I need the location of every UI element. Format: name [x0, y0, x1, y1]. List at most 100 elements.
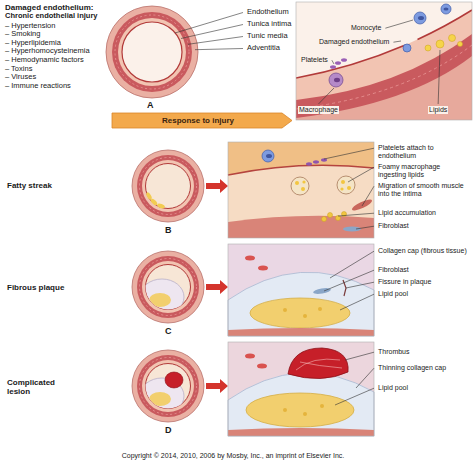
- vessel-cross-section: [137, 256, 199, 318]
- vessel-cross-section: [140, 158, 197, 215]
- fatty-streak-detail: [351, 198, 373, 213]
- vessel-wall-detail: [441, 4, 451, 14]
- band-label: Response to injury: [158, 116, 246, 126]
- complicated-lesion-detail: [228, 342, 374, 436]
- cause-item: – Toxins: [4, 65, 33, 74]
- callout-label: Collagen cap (fibrous tissue): [377, 247, 471, 255]
- panel-letter: C: [164, 326, 173, 336]
- vessel-cross-section: [140, 372, 184, 414]
- leader-line: [195, 49, 243, 50]
- stage-title: Fatty streak: [6, 181, 53, 190]
- vessel-wall-detail: [449, 35, 456, 42]
- fatty-streak-detail: [306, 162, 312, 165]
- vessel-cross-section: [132, 251, 204, 323]
- complicated-lesion-detail: [245, 354, 255, 359]
- direction-arrow: [206, 179, 228, 193]
- vessel-cross-section: [140, 358, 197, 415]
- vessel-wall-detail: [414, 12, 426, 24]
- leader-line: [345, 352, 374, 360]
- fibrous-plaque-detail: [245, 256, 255, 261]
- fatty-streak-detail: [336, 216, 341, 221]
- vessel-wall-detail: [296, 2, 472, 78]
- complicated-lesion-detail: [228, 428, 374, 436]
- fatty-streak-detail: [347, 186, 351, 190]
- leader-line: [330, 251, 374, 278]
- fatty-streak-detail: [322, 217, 327, 222]
- vessel-cross-section: [137, 155, 199, 217]
- fatty-streak-detail: [228, 165, 374, 175]
- cell-label: Platelets: [300, 56, 329, 64]
- fatty-streak-detail: [328, 213, 333, 218]
- complicated-lesion-detail: [288, 348, 348, 379]
- vessel-cross-section: [137, 355, 199, 417]
- vessel-cross-section: [132, 150, 204, 222]
- leader-line: [324, 270, 374, 291]
- fibrous-plaque-detail: [228, 328, 374, 336]
- fibrous-plaque-detail: [250, 298, 350, 328]
- fibrous-plaque-detail: [228, 244, 374, 336]
- layer-label: Tunic media: [246, 32, 289, 41]
- vessel-cross-section: [118, 18, 186, 86]
- fibrous-plaque-detail: [228, 272, 374, 336]
- fatty-streak-detail: [228, 142, 374, 238]
- leader-line: [181, 25, 243, 39]
- cell-label: Macrophage: [298, 106, 339, 114]
- vessel-cross-section: [165, 372, 183, 388]
- cell-label: Monocyte: [350, 24, 382, 32]
- fatty-streak-detail: [337, 176, 355, 194]
- vessel-cross-section: [106, 6, 198, 98]
- fatty-streak-detail: [291, 177, 309, 195]
- fatty-streak-detail: [228, 216, 374, 238]
- vessel-wall-detail: [403, 44, 411, 52]
- fibrous-plaque-detail: [318, 307, 322, 311]
- fibrous-plaque-detail: [283, 308, 287, 312]
- complicated-lesion-detail: [257, 364, 267, 369]
- vessel-cross-section: [112, 12, 192, 92]
- stage-title: Complicated lesion: [6, 378, 70, 396]
- vessel-cross-section: [146, 164, 191, 209]
- callout-label: Thrombus: [377, 348, 471, 356]
- callout-label: Lipid accumulation: [377, 209, 471, 217]
- cause-item: – Viruses: [4, 73, 37, 82]
- callout-label: Migration of smooth muscle into the inti…: [377, 182, 471, 198]
- leader-line: [340, 294, 374, 310]
- complicated-lesion-detail: [228, 342, 374, 436]
- fibrous-plaque-detail: [258, 266, 268, 271]
- fatty-streak-detail: [343, 227, 361, 232]
- vessel-wall-detail: [458, 42, 463, 47]
- leader-line: [346, 282, 374, 288]
- fatty-streak-detail: [228, 165, 374, 238]
- leader-line: [338, 213, 374, 216]
- leader-line: [356, 368, 374, 388]
- fatty-streak-detail: [266, 154, 272, 158]
- callout-label: Lipids: [428, 106, 448, 114]
- cause-item: – Hypertension: [4, 22, 56, 31]
- cause-item: – Smoking: [4, 30, 41, 39]
- panel-border: [296, 2, 472, 120]
- response-arrow-band: Response to injury: [112, 113, 292, 128]
- cause-item: – Immune reactions: [4, 82, 72, 91]
- fibrous-plaque-detail: [313, 287, 332, 295]
- leader-line: [332, 60, 334, 64]
- fatty-streak-detail: [313, 160, 319, 163]
- callout-label: Lipid pool: [377, 384, 471, 392]
- vessel-wall-detail: [425, 45, 431, 51]
- vessel-wall-detail: [444, 7, 449, 10]
- vessel-cross-section: [132, 251, 204, 323]
- fibrous-plaque-detail: [228, 244, 374, 336]
- vessel-wall-detail: [296, 2, 472, 120]
- layer-label: Endothelium: [246, 8, 290, 17]
- callout-label: Fissure in plaque: [377, 278, 471, 286]
- vessel-wall-detail: [334, 78, 340, 82]
- direction-arrow: [206, 280, 228, 294]
- leader-line: [348, 167, 374, 182]
- fatty-streak-detail: [301, 187, 305, 191]
- panel-letter: B: [164, 225, 173, 235]
- leader-line: [188, 37, 243, 45]
- leader-line: [324, 148, 374, 159]
- copyright-note: Copyright © 2014, 2010, 2006 by Mosby, I…: [0, 452, 471, 460]
- vessel-cross-section: [132, 150, 204, 222]
- vessel-cross-section: [149, 293, 171, 307]
